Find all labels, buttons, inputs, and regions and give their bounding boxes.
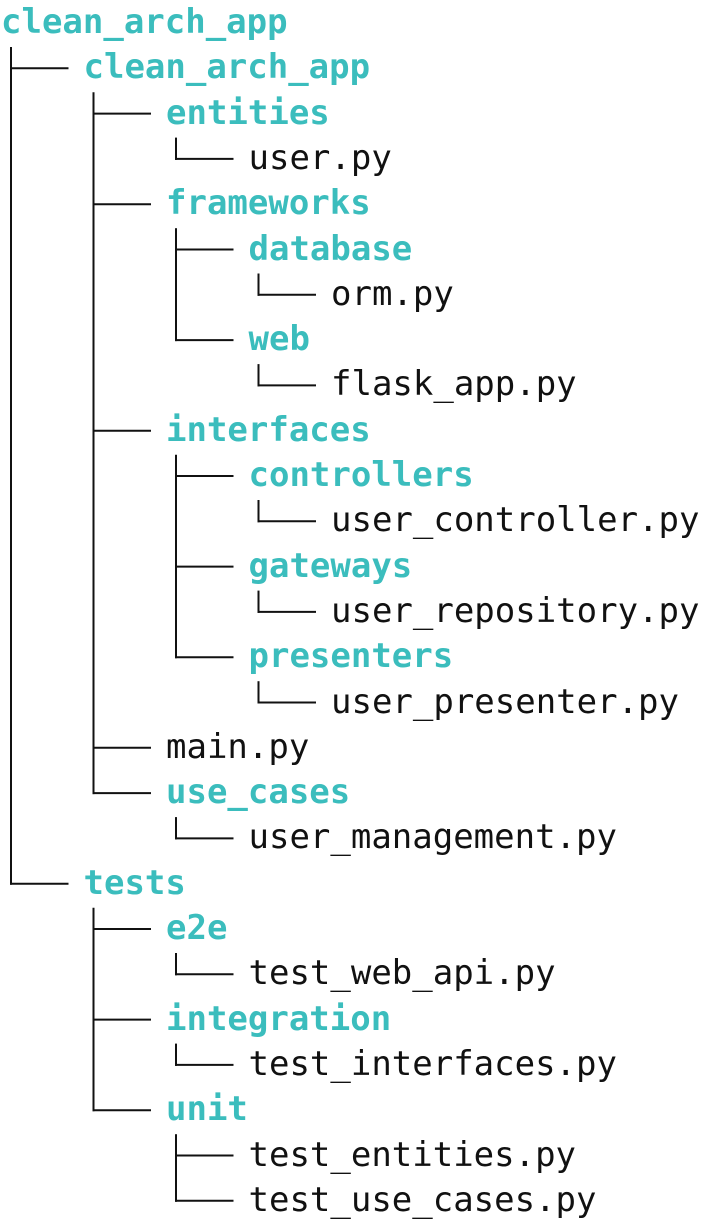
file-label: flask_app.py: [331, 364, 577, 405]
folder-label: e2e: [166, 908, 228, 948]
folder-label: clean_arch_app: [83, 47, 371, 88]
folder-label: tests: [83, 862, 186, 903]
file-label: user_management.py: [248, 817, 617, 858]
folder-label: unit: [166, 1089, 248, 1130]
file-label: test_use_cases.py: [248, 1179, 597, 1220]
file-label: user_presenter.py: [331, 681, 679, 722]
folder-label: web: [248, 319, 310, 360]
file-label: test_interfaces.py: [248, 1043, 617, 1084]
folder-label: interfaces: [166, 409, 371, 450]
folder-label: database: [248, 228, 413, 269]
folder-label: presenters: [248, 636, 454, 677]
file-label: user_controller.py: [331, 500, 700, 541]
file-label: orm.py: [331, 273, 454, 314]
folder-label: gateways: [248, 545, 413, 586]
folder-label: entities: [166, 92, 330, 133]
file-label: test_entities.py: [248, 1134, 577, 1175]
folder-label: clean_arch_app: [1, 2, 288, 42]
folder-label: controllers: [248, 455, 474, 495]
file-label: user.py: [248, 137, 392, 178]
folder-label: use_cases: [166, 772, 351, 813]
file-label: user_repository.py: [331, 590, 700, 631]
folder-label: frameworks: [166, 183, 371, 224]
file-label: test_web_api.py: [248, 953, 556, 994]
file-label: main.py: [166, 726, 310, 767]
folder-label: integration: [166, 998, 392, 1039]
